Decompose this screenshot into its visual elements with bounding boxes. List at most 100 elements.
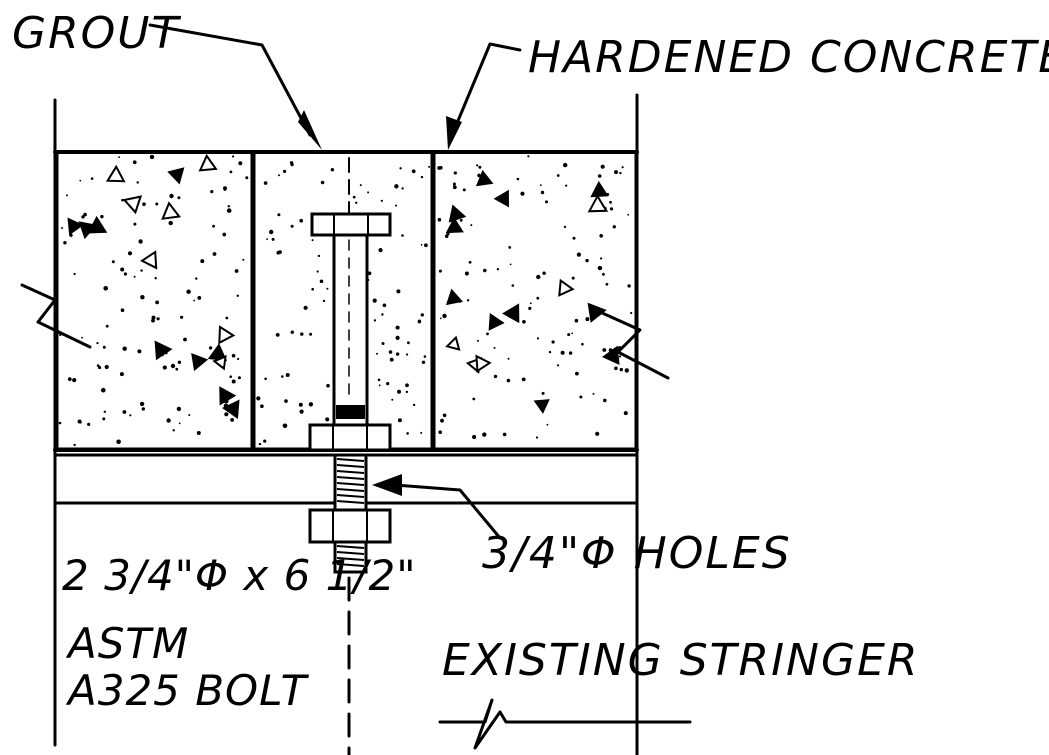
astm-label: ASTM <box>65 619 189 668</box>
stipple-dot <box>133 222 137 226</box>
aggregate-triangle <box>493 189 510 208</box>
stipple-dot <box>464 271 469 276</box>
stipple-dot <box>560 350 565 355</box>
stipple-dot <box>263 439 267 443</box>
stipple-dot <box>208 346 213 350</box>
stipple-dot <box>545 200 548 204</box>
stipple-dot <box>396 289 401 294</box>
stipple-dot <box>245 176 249 180</box>
stipple-dot <box>486 332 489 336</box>
thread-line <box>336 494 365 498</box>
stipple-dot <box>377 378 381 382</box>
stipple-dot <box>508 246 512 249</box>
stipple-dot <box>438 269 442 273</box>
stipple-dot <box>506 378 511 383</box>
stipple-dot <box>438 430 443 435</box>
stipple-dot <box>352 195 356 199</box>
aggregate-triangle <box>161 201 182 220</box>
stipple-dot <box>103 286 108 291</box>
stipple-dot <box>421 360 426 364</box>
bottom-break-line <box>438 698 692 750</box>
stipple-dot <box>139 401 145 407</box>
stipple-dot <box>420 175 424 179</box>
aggregate-triangle <box>587 194 609 213</box>
thread-lines-tail <box>336 545 365 567</box>
thread-line <box>336 476 365 480</box>
stipple-dot <box>176 406 182 412</box>
stipple-dot <box>227 205 230 208</box>
stipple-dot <box>482 432 487 437</box>
stipple-dot <box>77 419 82 424</box>
bolt-size-label: 2 3/4"Φ x 6 1/2" <box>62 551 417 600</box>
stipple-dot <box>388 350 393 354</box>
bolt-spec-label: A325 BOLT <box>65 666 310 715</box>
stipple-dot <box>614 366 618 371</box>
stipple-dot <box>193 299 196 302</box>
stipple-dot <box>308 402 314 407</box>
stipple-dot <box>186 289 191 294</box>
stipple-dot <box>154 277 157 280</box>
stipple-dot <box>386 382 390 386</box>
stipple-dot <box>224 412 229 417</box>
a325-bolt-assembly <box>308 157 392 755</box>
stipple-dot <box>630 311 633 315</box>
stipple-dot <box>172 429 175 432</box>
stipple-dot <box>102 345 106 349</box>
stipple-dot <box>478 165 482 169</box>
stipple-dot <box>197 296 202 300</box>
stipple-dot <box>412 403 416 407</box>
thread-line <box>336 500 365 504</box>
stipple-dot <box>536 296 540 300</box>
stipple-dot <box>183 337 187 342</box>
stipple-dot <box>378 384 381 387</box>
stipple-dot <box>111 260 115 264</box>
stipple-dot <box>120 267 125 272</box>
stipple-dot <box>470 224 473 227</box>
left-hardened-concrete-block <box>55 150 254 451</box>
stipple-dot <box>277 213 281 217</box>
stipple-dot <box>283 169 287 173</box>
stipple-dot <box>391 398 394 401</box>
aggregate-triangle <box>140 250 158 270</box>
grout-leader <box>148 23 322 150</box>
stipple-dot <box>592 392 595 395</box>
stipple-dot <box>210 190 214 194</box>
concrete-deck-section <box>53 150 639 452</box>
stipple-dot <box>496 268 500 271</box>
stipple-dot <box>401 187 404 190</box>
concrete-aggregate-triangles <box>67 153 620 420</box>
thread-line <box>336 545 365 549</box>
aggregate-triangle <box>533 399 550 414</box>
stipple-dot <box>529 302 532 305</box>
stipple-dot <box>290 224 294 228</box>
aggregate-triangle <box>475 354 492 373</box>
right-break-line <box>598 310 670 380</box>
stipple-dot <box>258 442 262 446</box>
stipple-dot <box>597 265 603 271</box>
stipple-dot <box>166 418 171 423</box>
stipple-dot <box>574 318 579 323</box>
stipple-dot <box>439 317 442 320</box>
stipple-dot <box>367 271 372 276</box>
stipple-dot <box>120 308 125 313</box>
stipple-dot <box>138 239 143 244</box>
stipple-dot <box>212 224 216 228</box>
stipple-dot <box>330 168 335 172</box>
stipple-dot <box>439 166 443 170</box>
stipple-dot <box>289 161 294 165</box>
stipple-dot <box>395 204 398 207</box>
stipple-dot <box>263 181 268 185</box>
aggregate-triangle <box>601 345 620 366</box>
stipple-dot <box>452 182 456 186</box>
stipple-dot <box>105 324 109 328</box>
stipple-dot <box>119 372 124 377</box>
stipple-dot <box>317 254 321 258</box>
stipple-dot <box>103 410 107 413</box>
stipple-dot <box>83 212 87 217</box>
hardened-concrete-label: HARDENED CONCRETE <box>528 32 1049 83</box>
stipple-dot <box>541 391 545 395</box>
stipple-dot <box>226 208 232 213</box>
stipple-dot <box>621 166 624 169</box>
stipple-dot <box>170 363 176 369</box>
stipple-dot <box>168 220 173 226</box>
